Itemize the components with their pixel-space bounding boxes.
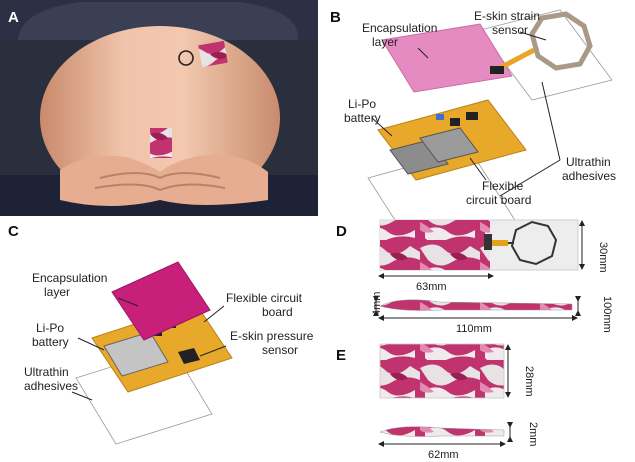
- dim-d-thickness-small: 4mm: [371, 292, 383, 316]
- dim-d-height: 30mm: [597, 242, 609, 273]
- dim-e-height: 28mm: [523, 366, 535, 397]
- dim-d-thickness-right: 100mm: [601, 296, 613, 333]
- encapsulation-layer-b: [381, 23, 513, 93]
- dim-d-length-top: 63mm: [416, 281, 447, 293]
- dim-e-length: 62mm: [428, 449, 459, 461]
- dim-d-length-total: 110mm: [456, 323, 492, 335]
- encapsulation-layer-c: [111, 261, 211, 341]
- strain-sensor-b: [529, 11, 593, 71]
- panel-a-photo: A: [0, 0, 318, 216]
- dim-e-thickness: 2mm: [527, 422, 539, 446]
- panel-b-label: B: [330, 9, 341, 26]
- pressure-sensor-c: [178, 348, 200, 364]
- panel-d-label: D: [336, 223, 347, 240]
- panel-e-label: E: [336, 347, 346, 364]
- panel-a-label: A: [8, 9, 19, 26]
- panel-d-diagram: D 30mm 63mm 4mm 100mm 110mm: [336, 219, 613, 335]
- panel-c-label: C: [8, 223, 19, 240]
- adhesive-layer-top: [479, 9, 613, 101]
- battery-c: [103, 331, 169, 377]
- panel-e-diagram: E 28mm 2mm 62mm: [336, 343, 539, 461]
